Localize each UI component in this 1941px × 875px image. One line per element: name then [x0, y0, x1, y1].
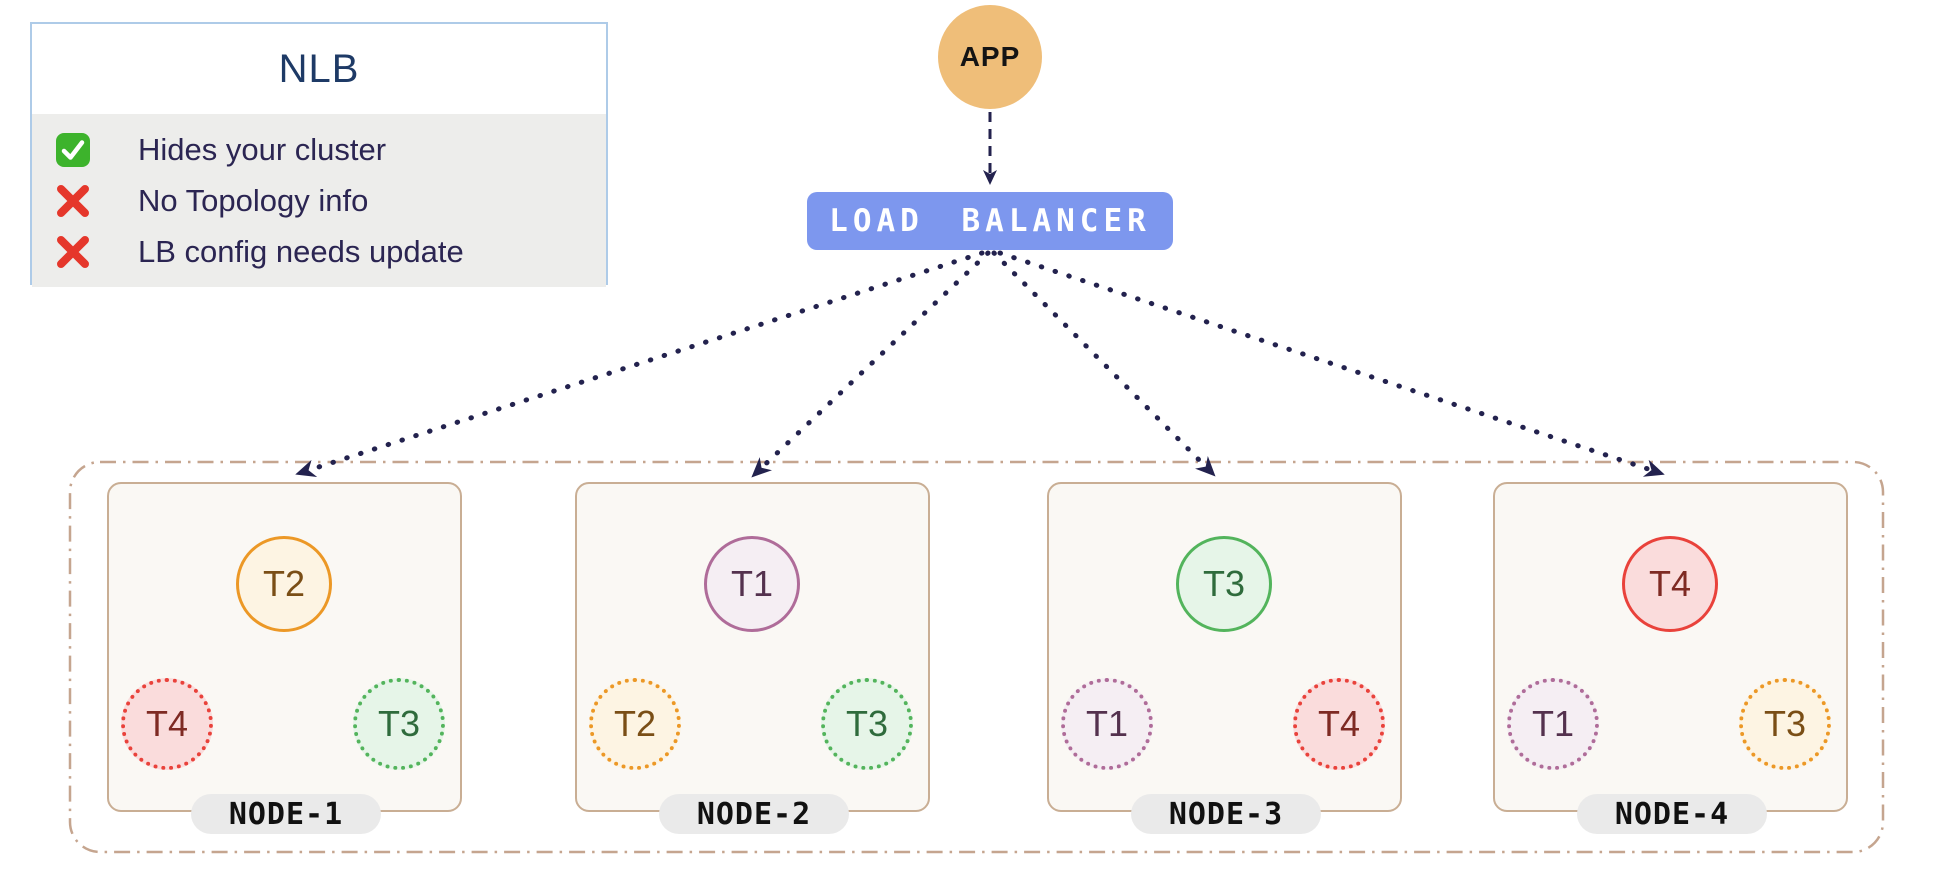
tenant-circle-leader: T2: [236, 536, 332, 632]
tenant-label: T4: [1648, 563, 1691, 604]
node-label: NODE-3: [1131, 794, 1321, 834]
legend-item-list: Hides your cluster No Topology info LB c…: [32, 114, 606, 287]
cross-icon: [54, 233, 92, 271]
tenant-circle-leader: T4: [1622, 536, 1718, 632]
legend-item: Hides your cluster: [54, 124, 606, 175]
tenant-circle-replica: T4: [1293, 678, 1385, 770]
tenant-circle-replica: T3: [821, 678, 913, 770]
tenant-label: T3: [1763, 703, 1806, 744]
node-box-node-2: T1 T2 T3 NODE-2: [575, 482, 930, 834]
legend-item-text: Hides your cluster: [138, 131, 387, 167]
app-node: APP: [938, 5, 1042, 109]
legend-item-text: No Topology info: [138, 182, 369, 218]
node-box-node-4: T4 T1 T3 NODE-4: [1493, 482, 1848, 834]
legend-item-text: LB config needs update: [138, 233, 464, 269]
tenant-label: T2: [262, 563, 305, 604]
load-balancer-box: LOAD BALANCER: [807, 192, 1173, 250]
tenant-label: T4: [145, 703, 188, 744]
tenant-label: T1: [1531, 703, 1574, 744]
tenant-circle-replica: T2: [589, 678, 681, 770]
legend-card: NLB Hides your cluster No Topology info: [30, 22, 608, 287]
lb-to-node3-arrow: [991, 250, 1216, 477]
check-icon: [54, 131, 92, 169]
tenant-label: T1: [1085, 703, 1128, 744]
legend-title: NLB: [278, 46, 360, 91]
tenant-circle-replica: T1: [1061, 678, 1153, 770]
node-box-node-3: T3 T1 T4 NODE-3: [1047, 482, 1402, 834]
tenant-circle-replica: T3: [1739, 678, 1831, 770]
tenant-label: T1: [730, 563, 773, 604]
tenant-circle-replica: T3: [353, 678, 445, 770]
tenant-circle-replica: T1: [1507, 678, 1599, 770]
cross-icon: [54, 182, 92, 220]
legend-item: No Topology info: [54, 175, 606, 226]
node-box-node-1: T2 T4 T3 NODE-1: [107, 482, 462, 834]
legend-item: LB config needs update: [54, 226, 606, 277]
tenant-label: T3: [1202, 563, 1245, 604]
load-balancer-label: LOAD BALANCER: [829, 203, 1151, 239]
tenant-label: T2: [613, 703, 656, 744]
tenant-circle-replica: T4: [121, 678, 213, 770]
tenant-label: T3: [845, 703, 888, 744]
tenant-label: T3: [377, 703, 420, 744]
tenant-circle-leader: T3: [1176, 536, 1272, 632]
node-label: NODE-2: [659, 794, 849, 834]
lb-to-node2-arrow: [751, 250, 991, 478]
node-label: NODE-1: [191, 794, 381, 834]
lb-to-node4-arrow: [997, 250, 1665, 477]
tenant-label: T4: [1317, 703, 1360, 744]
node-label: NODE-4: [1577, 794, 1767, 834]
tenant-circle-leader: T1: [704, 536, 800, 632]
app-label: APP: [959, 41, 1021, 72]
